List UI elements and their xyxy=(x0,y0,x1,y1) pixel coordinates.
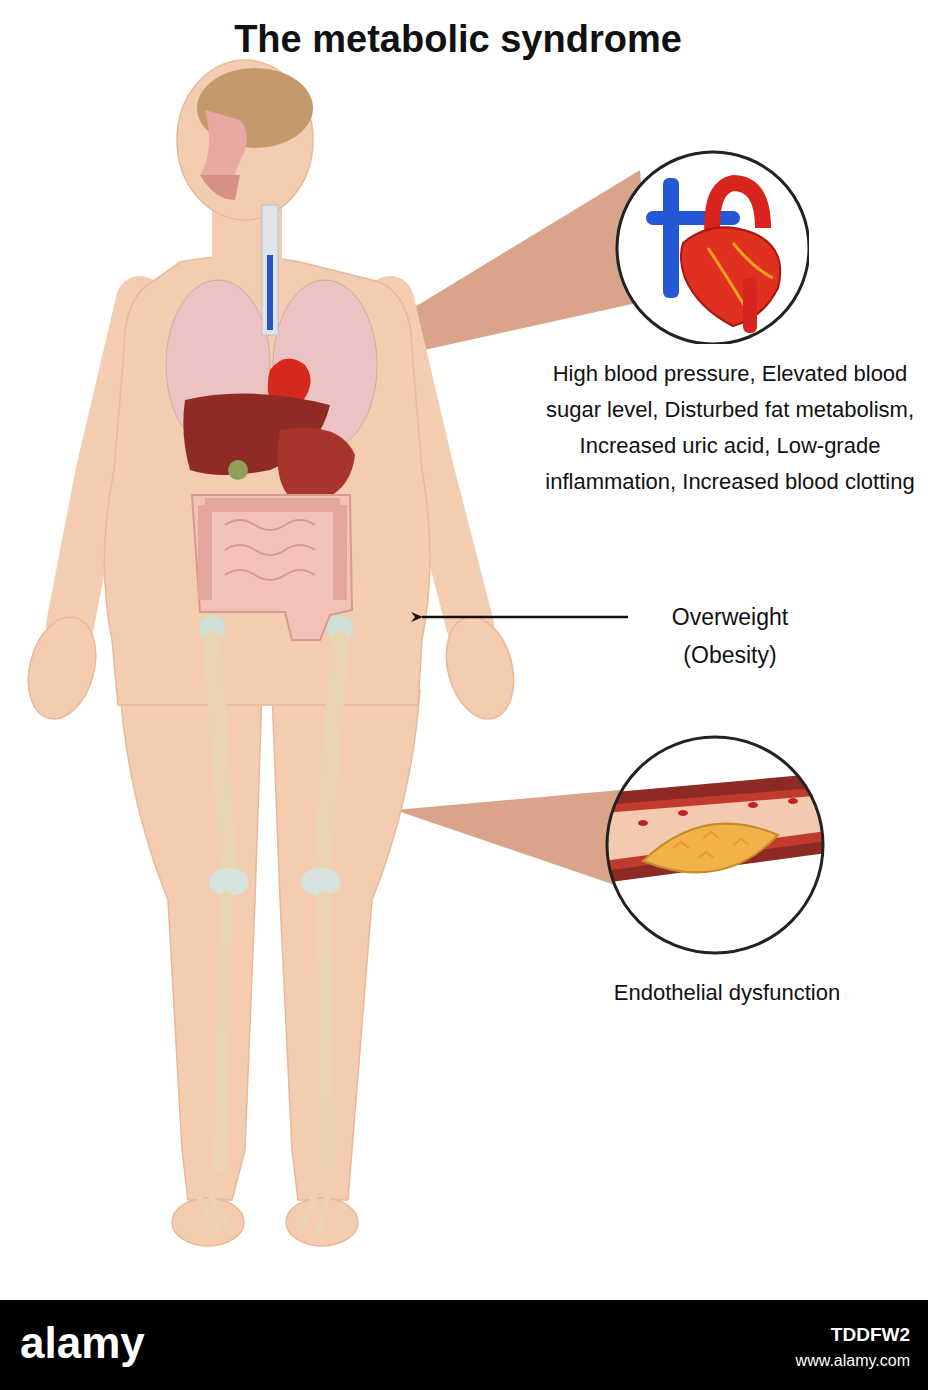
body-silhouette xyxy=(18,60,525,1246)
watermark-id: TDDFW2 xyxy=(770,1324,910,1346)
vessel-callout-circle: Endothelial dysfunction xyxy=(603,733,827,957)
heart-icon xyxy=(613,148,809,344)
skeleton xyxy=(198,615,353,1233)
callout-text: High blood pressure, Elevated blood suga… xyxy=(545,356,915,500)
gallbladder xyxy=(228,460,248,480)
heart-callout-circle: High blood pressure, Elevated blood suga… xyxy=(613,148,809,344)
small-intestine xyxy=(225,520,315,580)
intestines xyxy=(192,495,352,640)
footer-bar xyxy=(0,1300,928,1390)
nasal-cavity xyxy=(200,110,247,185)
colon xyxy=(205,505,340,600)
trachea xyxy=(262,205,278,335)
callout-text: Endothelial dysfunction xyxy=(557,975,897,1011)
vein xyxy=(267,255,273,330)
watermark-logo: alamy xyxy=(20,1318,170,1368)
artery-icon xyxy=(603,733,827,957)
callout-wedge xyxy=(395,790,620,885)
title: The metabolic syndrome xyxy=(0,18,922,61)
pointer-arrow xyxy=(422,616,628,619)
watermark-url: www.alamy.com xyxy=(750,1352,910,1370)
annotation-label: Overweight (Obesity) xyxy=(640,598,820,674)
stomach xyxy=(278,428,356,505)
mouth xyxy=(200,175,240,200)
